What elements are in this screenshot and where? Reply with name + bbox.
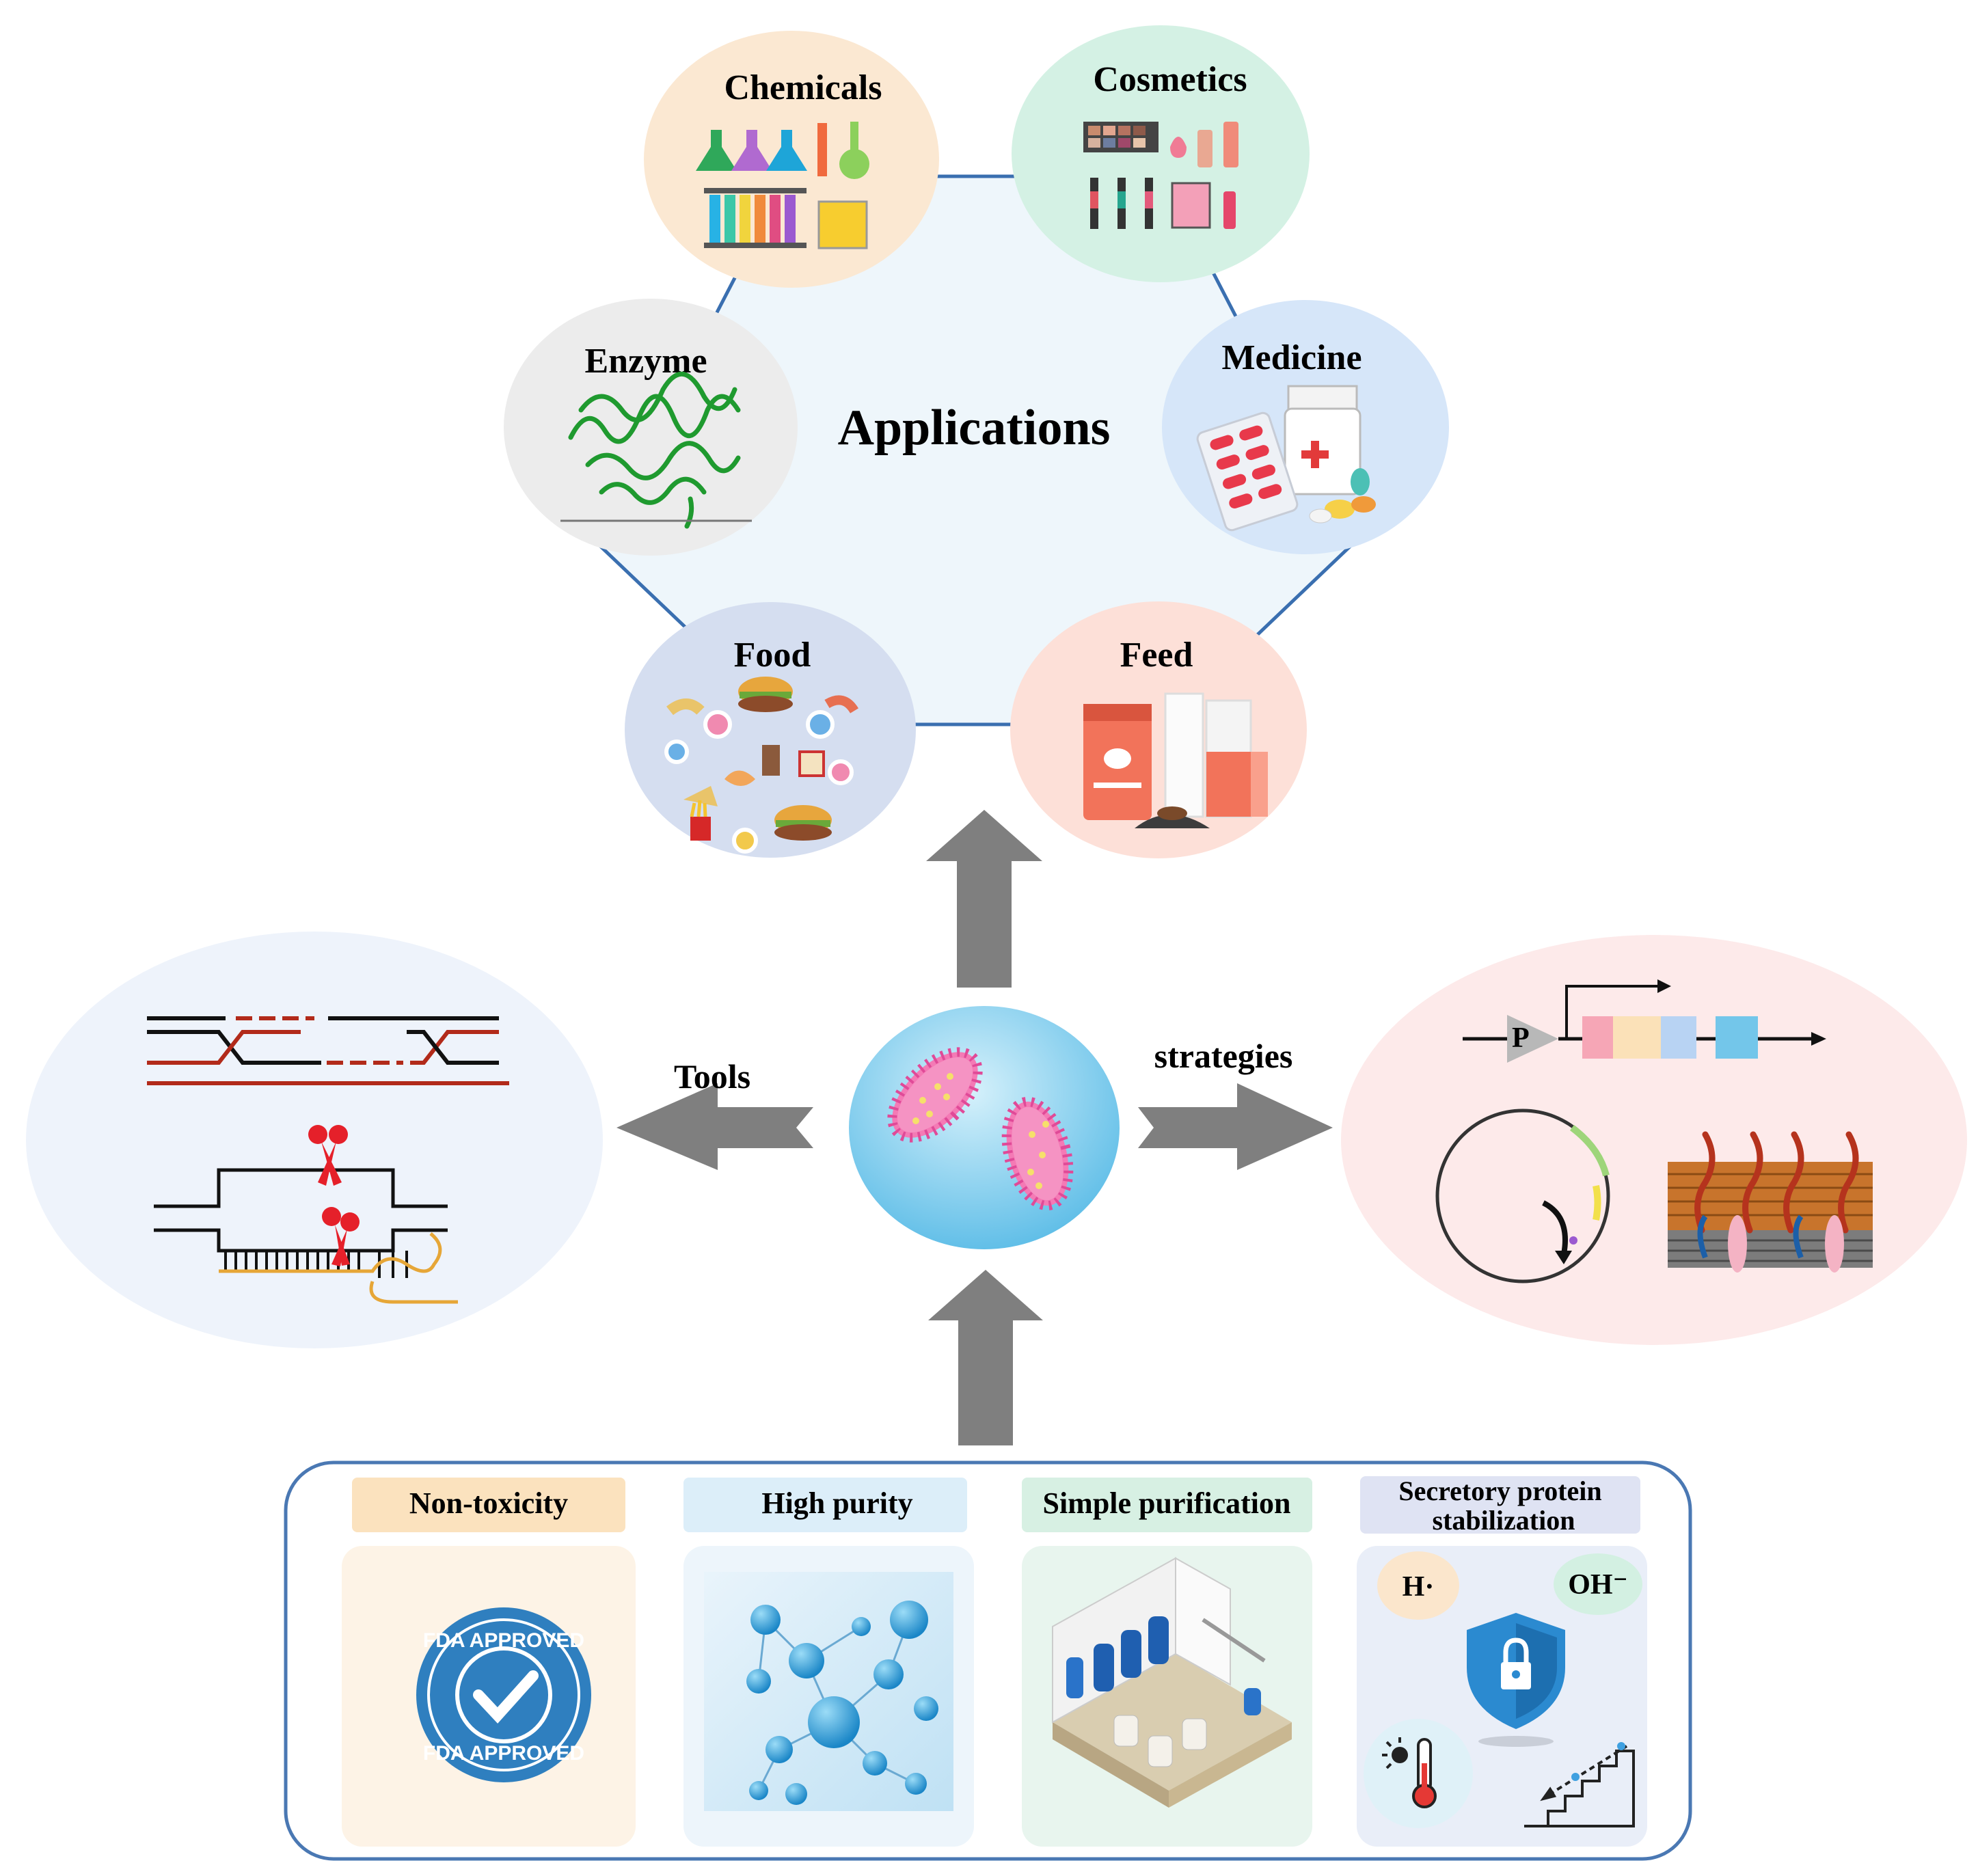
chemicals-node: Chemicals	[644, 31, 939, 288]
tools-label: Tools	[674, 1057, 750, 1096]
oh-ion-label: OH⁻	[1568, 1569, 1628, 1601]
microbe-cell	[849, 1006, 1120, 1249]
food-items-icon	[664, 677, 859, 854]
fda-badge-text-bottom: FDA APPROVED	[423, 1742, 584, 1765]
chemicals-label: Chemicals	[724, 68, 882, 107]
pet-food-bag-icon	[1083, 692, 1268, 828]
cosmetics-node: Cosmetics	[1012, 25, 1310, 282]
fda-badge-text: FDA APPROVED	[423, 1629, 584, 1652]
crispr-icon	[154, 1168, 458, 1304]
advantage-high-purity: High purity	[683, 1478, 974, 1847]
purification-facility-icon	[1052, 1557, 1292, 1808]
food-label: Food	[734, 636, 811, 675]
cell-membrane-icon	[1668, 1131, 1873, 1273]
feed-node: Feed	[1010, 601, 1307, 858]
enzyme-node: Enzyme	[504, 299, 798, 556]
medicine-label: Medicine	[1221, 338, 1361, 377]
secretory-label-line2: stabilization	[1433, 1505, 1575, 1536]
test-tube-rack-icon	[704, 188, 868, 249]
advantage-non-toxicity: Non-toxicity FDA APPROVED FDA APPROVED	[342, 1478, 636, 1847]
promoter-label: P	[1512, 1022, 1530, 1054]
simple-purification-label: Simple purification	[1042, 1486, 1290, 1520]
protein-structure-icon	[568, 371, 741, 529]
expression-cassette-icon: P	[1463, 979, 1826, 1063]
pills-icon	[1309, 468, 1376, 524]
pill-bottle-icon	[1284, 385, 1361, 495]
advantage-secretory-protein-stabilization: Secretory protein stabilization H· OH⁻	[1357, 1476, 1647, 1847]
advantages-frame	[284, 1460, 1692, 1861]
strategies-panel: P	[1341, 935, 1967, 1345]
plasmid-icon	[1435, 1109, 1610, 1283]
bacterium-icon-2	[1001, 1096, 1074, 1211]
arrow-up-bottom	[928, 1270, 1043, 1445]
scissors-icon	[308, 1125, 360, 1266]
thermometer-icon	[1364, 1719, 1473, 1828]
arrow-left-tools	[617, 1083, 813, 1170]
feed-label: Feed	[1120, 636, 1193, 675]
fda-approved-badge-icon: FDA APPROVED FDA APPROVED	[416, 1607, 591, 1782]
strategies-label: strategies	[1154, 1037, 1293, 1075]
non-toxicity-label: Non-toxicity	[409, 1486, 568, 1520]
tools-panel	[26, 932, 603, 1348]
molecule-network-icon	[746, 1601, 938, 1805]
medicine-node: Medicine	[1162, 300, 1449, 554]
food-node: Food	[625, 602, 916, 858]
makeup-icon	[1083, 122, 1238, 229]
pill-blister-icon	[1196, 411, 1299, 532]
cosmetics-label: Cosmetics	[1093, 60, 1247, 99]
flask-icon	[696, 122, 869, 179]
applications-title: Applications	[838, 400, 1111, 456]
high-purity-label: High purity	[761, 1486, 912, 1520]
bacterium-icon	[887, 1047, 983, 1143]
secretory-label-line1: Secretory protein	[1398, 1476, 1601, 1506]
homologous-recombination-icon	[147, 1016, 509, 1085]
staircase-icon	[1524, 1742, 1635, 1827]
arrow-right-strategies	[1138, 1083, 1333, 1170]
h-ion-label: H·	[1403, 1571, 1435, 1603]
shield-lock-icon	[1467, 1613, 1565, 1747]
arrow-up-top	[926, 810, 1042, 988]
advantage-simple-purification: Simple purification	[1022, 1478, 1312, 1847]
